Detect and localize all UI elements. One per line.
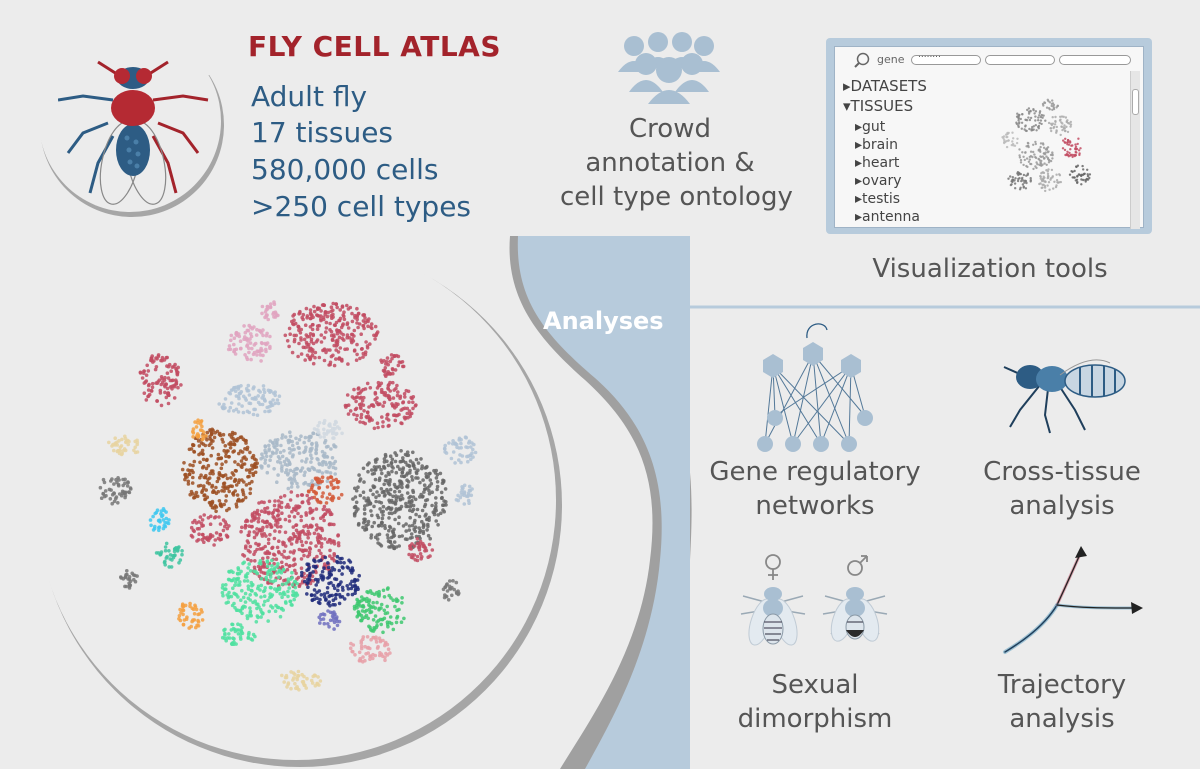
tree-item-label: gut	[862, 119, 886, 135]
visualization-panel: gene ........ ▸DATASETS ▾TISSUES ▸gut ▸b…	[826, 38, 1152, 234]
crowd-line-1: Crowd	[629, 114, 711, 144]
tree-item-antenna[interactable]: ▸antenna	[855, 209, 920, 225]
grn-caption: Gene regulatory networks	[705, 455, 925, 523]
filter-input-2[interactable]	[1059, 55, 1131, 65]
caret-right-icon: ▸	[855, 209, 863, 225]
caret-down-icon: ▾	[843, 97, 851, 115]
filter-input-1[interactable]	[985, 55, 1055, 65]
traj-line-2: analysis	[1009, 704, 1115, 734]
tree-tissues[interactable]: ▾TISSUES	[843, 97, 913, 115]
viz-window: gene ........ ▸DATASETS ▾TISSUES ▸gut ▸b…	[834, 46, 1144, 229]
arrowhead-up-icon	[1075, 546, 1087, 558]
crowd-line-2: annotation &	[585, 148, 755, 178]
tree-item-gut[interactable]: ▸gut	[855, 119, 885, 135]
trajectory-icon	[1003, 546, 1143, 654]
sex-line-2: dimorphism	[737, 704, 893, 734]
caret-right-icon: ▸	[855, 119, 863, 135]
tree-datasets[interactable]: ▸DATASETS	[843, 77, 927, 95]
tree-item-label: antenna	[862, 209, 920, 225]
traj-line-1: Trajectory	[997, 670, 1127, 700]
tree-item-brain[interactable]: ▸brain	[855, 137, 898, 153]
cross-tissue-caption: Cross-tissue analysis	[962, 455, 1162, 523]
arrowhead-right-icon	[1131, 602, 1143, 614]
tree-tissues-label: TISSUES	[850, 97, 914, 115]
visualization-caption: Visualization tools	[872, 254, 1108, 284]
stat-cells: 580,000 cells	[251, 153, 439, 186]
tree-item-heart[interactable]: ▸heart	[855, 155, 899, 171]
tree-item-label: heart	[862, 155, 900, 171]
analyses-swoosh	[517, 236, 690, 769]
cross-tissue-fly-icon	[1003, 359, 1126, 434]
tree-item-label: brain	[862, 137, 899, 153]
grn-line-1: Gene regulatory	[709, 457, 921, 487]
cell-atlas-umap	[98, 300, 478, 692]
scrollbar[interactable]	[1130, 71, 1140, 229]
stat-cell-types: >250 cell types	[251, 190, 472, 223]
trajectory-caption: Trajectory analysis	[962, 668, 1162, 736]
caret-right-icon: ▸	[855, 137, 863, 153]
tree-item-label: ovary	[862, 173, 902, 189]
mini-umap-plot	[1001, 98, 1092, 193]
stat-organism: Adult fly	[251, 80, 368, 113]
stat-tissues: 17 tissues	[251, 116, 394, 149]
crowd-icon	[618, 32, 720, 104]
caret-right-icon: ▸	[843, 77, 851, 95]
gene-input[interactable]: ........	[911, 50, 981, 65]
fly-illustration	[58, 60, 209, 205]
gene-network-icon	[757, 323, 873, 452]
tree-item-ovary[interactable]: ▸ovary	[855, 173, 902, 189]
crowd-caption: Crowd annotation & cell type ontology	[560, 112, 793, 214]
cross-line-2: analysis	[1009, 491, 1115, 521]
sexual-dimorphism-icon	[740, 554, 888, 646]
gene-input-value: ........	[918, 50, 941, 60]
male-symbol-icon	[847, 555, 868, 576]
caret-right-icon: ▸	[855, 191, 863, 207]
search-icon[interactable]	[853, 51, 871, 69]
umap-circle	[36, 240, 556, 760]
tree-datasets-label: DATASETS	[850, 77, 927, 95]
cross-line-1: Cross-tissue	[983, 457, 1141, 487]
tree-item-testis[interactable]: ▸testis	[855, 191, 900, 207]
caret-right-icon: ▸	[855, 155, 863, 171]
scrollbar-thumb[interactable]	[1132, 89, 1139, 115]
analyses-label: Analyses	[543, 307, 664, 335]
grn-line-2: networks	[755, 491, 875, 521]
caret-right-icon: ▸	[855, 173, 863, 189]
sex-line-1: Sexual	[771, 670, 859, 700]
atlas-title: FLY CELL ATLAS	[248, 30, 502, 63]
female-symbol-icon	[765, 554, 781, 580]
sexual-dimorphism-caption: Sexual dimorphism	[705, 668, 925, 736]
gene-label: gene	[877, 53, 905, 66]
crowd-line-3: cell type ontology	[560, 182, 793, 212]
tree-item-label: testis	[862, 191, 901, 207]
